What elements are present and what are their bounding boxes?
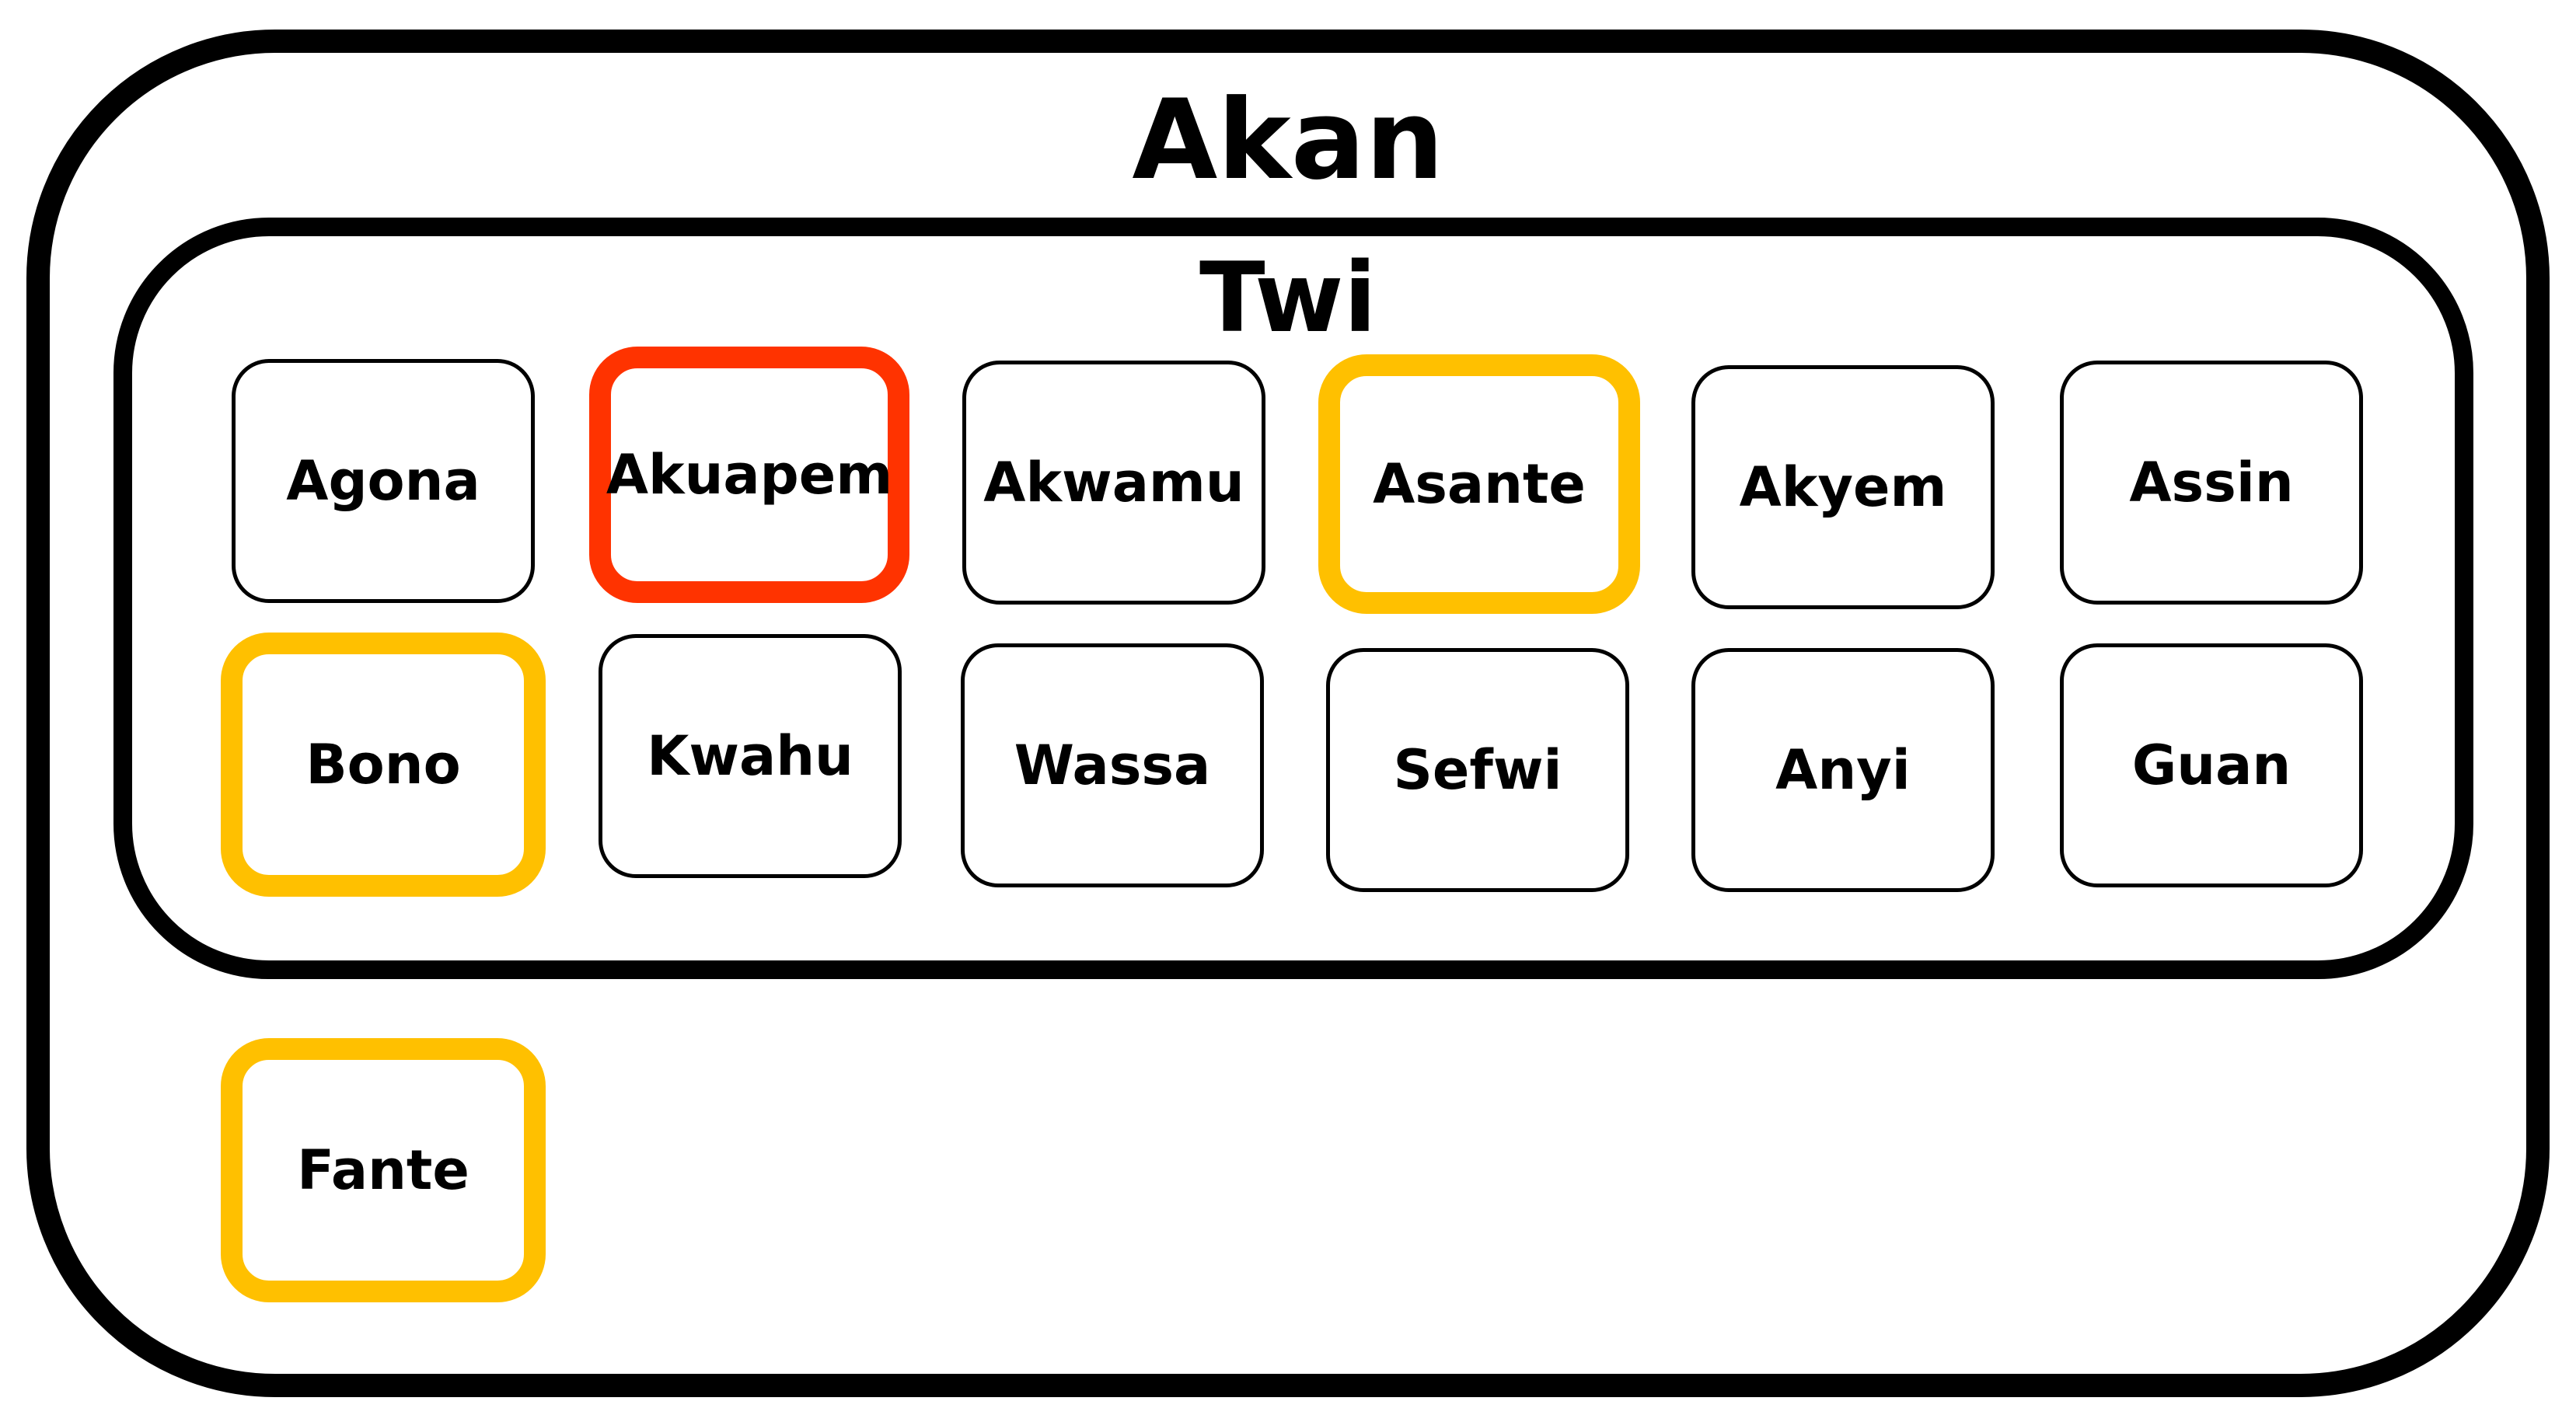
dialect-label: Akuapem [606,443,893,507]
dialect-label: Assin [2129,451,2294,514]
dialect-box-agona: Agona [232,359,535,603]
dialect-box-assin: Assin [2060,361,2363,605]
dialect-label: Akwamu [983,451,1244,514]
akan-label: Akan [1132,76,1444,204]
dialect-box-bono: Bono [221,633,546,897]
dialect-box-akyem: Akyem [1691,365,1995,609]
dialect-label: Anyi [1775,738,1911,802]
dialect-label: Guan [2131,734,2292,797]
dialect-label: Bono [305,733,461,796]
dialect-box-sefwi: Sefwi [1326,648,1629,892]
dialect-box-asante: Asante [1318,354,1640,614]
dialect-label: Kwahu [647,724,853,788]
dialect-box-akuapem: Akuapem [589,347,909,603]
dialect-box-kwahu: Kwahu [599,634,902,878]
dialect-box-fante: Fante [221,1038,546,1302]
dialect-label: Sefwi [1393,738,1562,802]
dialect-label: Asante [1373,452,1586,516]
dialect-box-anyi: Anyi [1691,648,1995,892]
dialect-box-guan: Guan [2060,643,2363,887]
dialect-label: Fante [297,1138,469,1202]
dialect-label: Akyem [1739,455,1947,519]
dialect-box-akwamu: Akwamu [962,361,1265,605]
dialect-label: Wassa [1014,734,1211,797]
dialect-label: Agona [286,449,480,513]
dialect-box-wassa: Wassa [961,643,1264,887]
twi-label: Twi [1199,242,1377,354]
